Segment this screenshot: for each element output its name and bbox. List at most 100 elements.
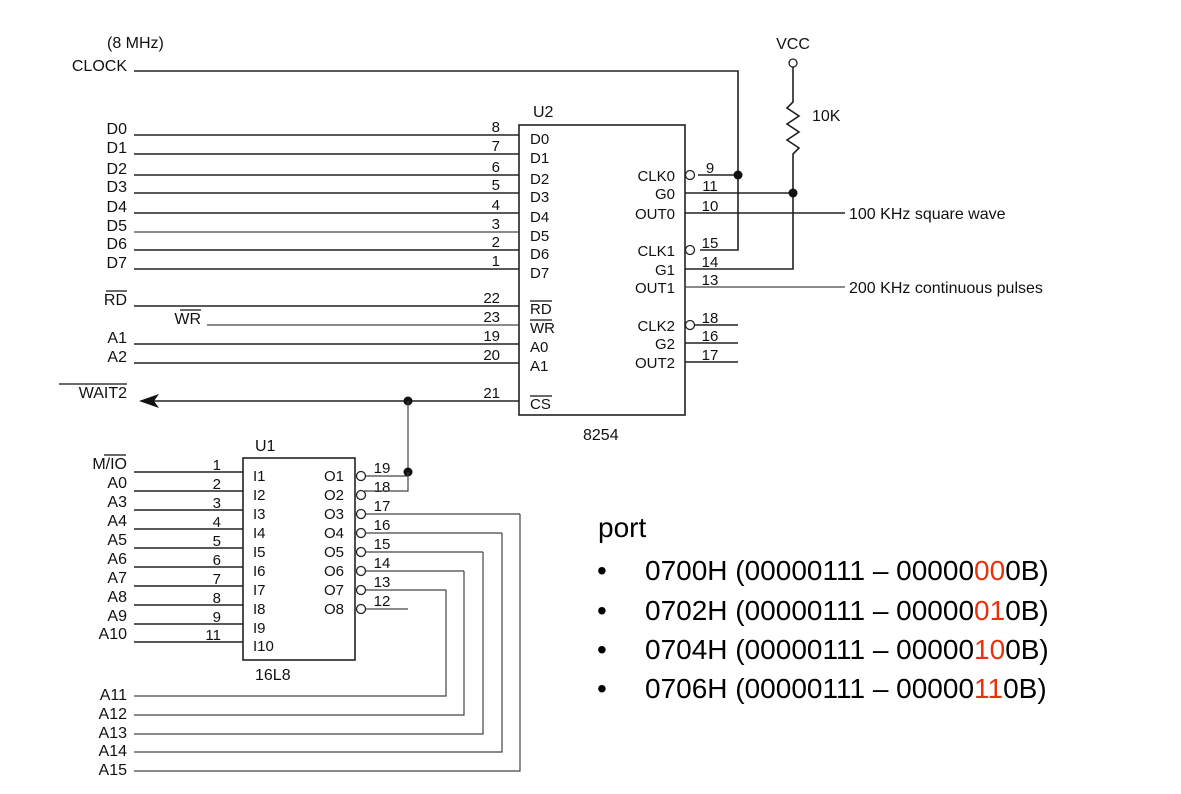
pin-name: O1: [324, 468, 344, 485]
pin-name: O2: [324, 487, 344, 504]
pin-name: I3: [253, 506, 266, 523]
u2-part: 8254: [583, 427, 619, 444]
pin-number: 1: [492, 253, 500, 270]
bullet: •: [597, 673, 607, 704]
pin-name: G1: [655, 262, 675, 279]
signal-label: A4: [107, 513, 127, 530]
pin-name: OUT0: [635, 206, 675, 223]
signal-label: A1: [107, 330, 127, 347]
o2-tie-wire: [364, 472, 409, 492]
signal-label: A8: [107, 589, 127, 606]
pin-number: 22: [483, 290, 500, 307]
pin-number: 9: [213, 609, 221, 626]
signal-label: A9: [107, 608, 127, 625]
pin-number: 3: [492, 216, 500, 233]
inversion-bubble: [355, 546, 367, 558]
port-item: •0700H (00000111 – 00000000B): [597, 555, 1049, 586]
u1-input-i9: A9 9I9: [107, 608, 265, 637]
pin-number: 3: [213, 495, 221, 512]
signal-label: D0: [107, 121, 128, 138]
pin-number: 15: [374, 536, 391, 553]
signal-label: A2: [107, 349, 127, 366]
pin-number: 14: [702, 254, 719, 271]
signal-label: A3: [107, 494, 127, 511]
signal-label: D1: [107, 140, 128, 157]
pin-name: WR: [530, 320, 555, 337]
out0-annotation: 100 KHz square wave: [849, 206, 1006, 223]
port-item: • 0702H (00000111 – 00000010B): [597, 595, 1049, 626]
inversion-bubble: [355, 527, 367, 539]
pin-name: OUT2: [635, 355, 675, 372]
pin-name: A0: [530, 339, 548, 356]
pin-number: 19: [483, 328, 500, 345]
address-line-a12: A12: [99, 571, 465, 723]
signal-label: A6: [107, 551, 127, 568]
pin-name: D2: [530, 171, 549, 188]
vcc-label: VCC: [776, 36, 810, 53]
signal-label: D3: [107, 179, 128, 196]
pin-name: D5: [530, 228, 549, 245]
inversion-bubble: [355, 584, 367, 596]
pin-number: 2: [213, 476, 221, 493]
pin-name: O6: [324, 563, 344, 580]
wire: [134, 552, 484, 735]
signal-label: A7: [107, 570, 127, 587]
pin-number: 16: [702, 328, 719, 345]
u1-output-o2: O2 18: [324, 479, 390, 504]
pin-name: D7: [530, 265, 549, 282]
signal-label: D6: [107, 236, 128, 253]
u1-input-i3: A3 3I3: [107, 494, 265, 523]
clock-wire: [134, 70, 739, 251]
pin-name: I9: [253, 620, 266, 637]
signal-label: M/IO: [92, 456, 127, 473]
inversion-bubble: [684, 244, 696, 256]
pin-name: I4: [253, 525, 266, 542]
highlighted-bits: 00: [974, 555, 1005, 586]
pin-number: 18: [374, 479, 391, 496]
pin-name: D6: [530, 246, 549, 263]
pin-number: 7: [492, 138, 500, 155]
pin-number: 10: [702, 198, 719, 215]
pin-name: I8: [253, 601, 266, 618]
pin-name: I5: [253, 544, 266, 561]
pin-name: CLK2: [637, 318, 675, 335]
u2-pin-g1: G1 14: [655, 254, 718, 279]
pin-name: CLK0: [637, 168, 675, 185]
pin-name: D3: [530, 189, 549, 206]
pin-name: O7: [324, 582, 344, 599]
pin-number: 17: [702, 347, 719, 364]
port-title: port: [598, 512, 646, 543]
bullet: •: [597, 595, 607, 626]
pin-name: D4: [530, 209, 549, 226]
pin-number: 5: [213, 533, 221, 550]
signal-label: D2: [107, 161, 128, 178]
u2-8254-chip: [518, 124, 686, 416]
address-line-a15: A15: [99, 514, 521, 779]
address-line-a14: A14: [99, 533, 503, 760]
signal-label: A0: [107, 475, 127, 492]
port-address: 0706H (00000111 – 00000110B): [645, 673, 1047, 704]
clock-junction: [733, 170, 743, 180]
out1-annotation: 200 KHz continuous pulses: [849, 280, 1043, 297]
port-address: 0702H (00000111 – 00000010B): [645, 595, 1049, 626]
port-address: 0700H (00000111 – 00000000B): [645, 555, 1049, 586]
pin-name: I7: [253, 582, 266, 599]
pin-number: 15: [702, 235, 719, 252]
